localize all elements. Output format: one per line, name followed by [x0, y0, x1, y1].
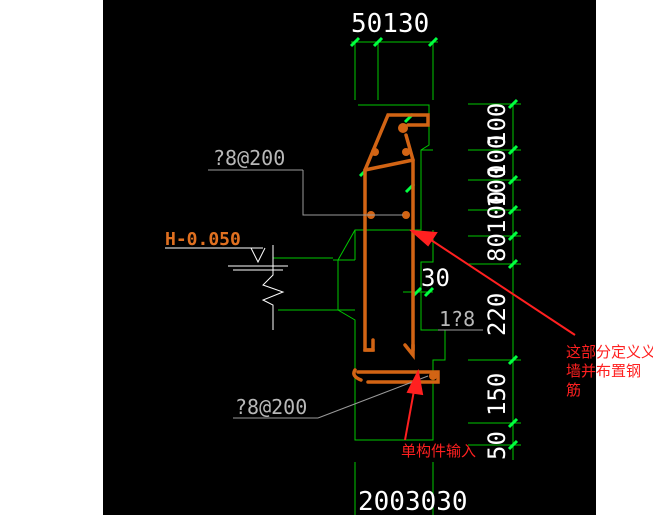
top-dimension-text: 50130 — [351, 9, 429, 39]
right-dim-100-b: 100 — [483, 135, 511, 178]
rebar-dot — [398, 123, 408, 133]
rebar-label-lower: ?8@200 — [235, 395, 307, 419]
rebar-label-stirrup: 1?8 — [439, 307, 475, 331]
bottom-dimension-text: 2003030 — [358, 487, 468, 515]
rebar-cage — [352, 113, 440, 384]
rebar-dot — [371, 148, 379, 156]
rebar-dot — [402, 211, 410, 219]
small-dimension-text: 30 — [421, 264, 450, 292]
right-dim-100-d: 100 — [483, 191, 511, 234]
rebar-dot — [429, 372, 437, 380]
concrete-outline — [273, 104, 446, 441]
rebar-label-upper: ?8@200 — [213, 146, 285, 170]
right-dimension-texts: 100 100 100 100 80 220 150 50 — [483, 103, 511, 460]
cad-drawing-canvas[interactable]: 50130 2003030 100 100 100 100 80 220 150… — [103, 0, 596, 517]
rebar-dot — [402, 148, 410, 156]
elevation-symbol — [165, 245, 288, 330]
right-dim-100-c: 100 — [483, 165, 511, 208]
cad-section-drawing: 50130 2003030 100 100 100 100 80 220 150… — [165, 9, 521, 517]
leader-lines — [208, 169, 483, 419]
right-dim-100-a: 100 — [483, 103, 511, 146]
rebar-bars — [367, 123, 437, 380]
right-dim-150: 150 — [483, 373, 511, 416]
right-dim-50: 50 — [483, 431, 511, 460]
elevation-mark: H-0.050 — [165, 229, 241, 250]
right-dim-220: 220 — [483, 293, 511, 336]
right-dim-80: 80 — [483, 233, 511, 262]
